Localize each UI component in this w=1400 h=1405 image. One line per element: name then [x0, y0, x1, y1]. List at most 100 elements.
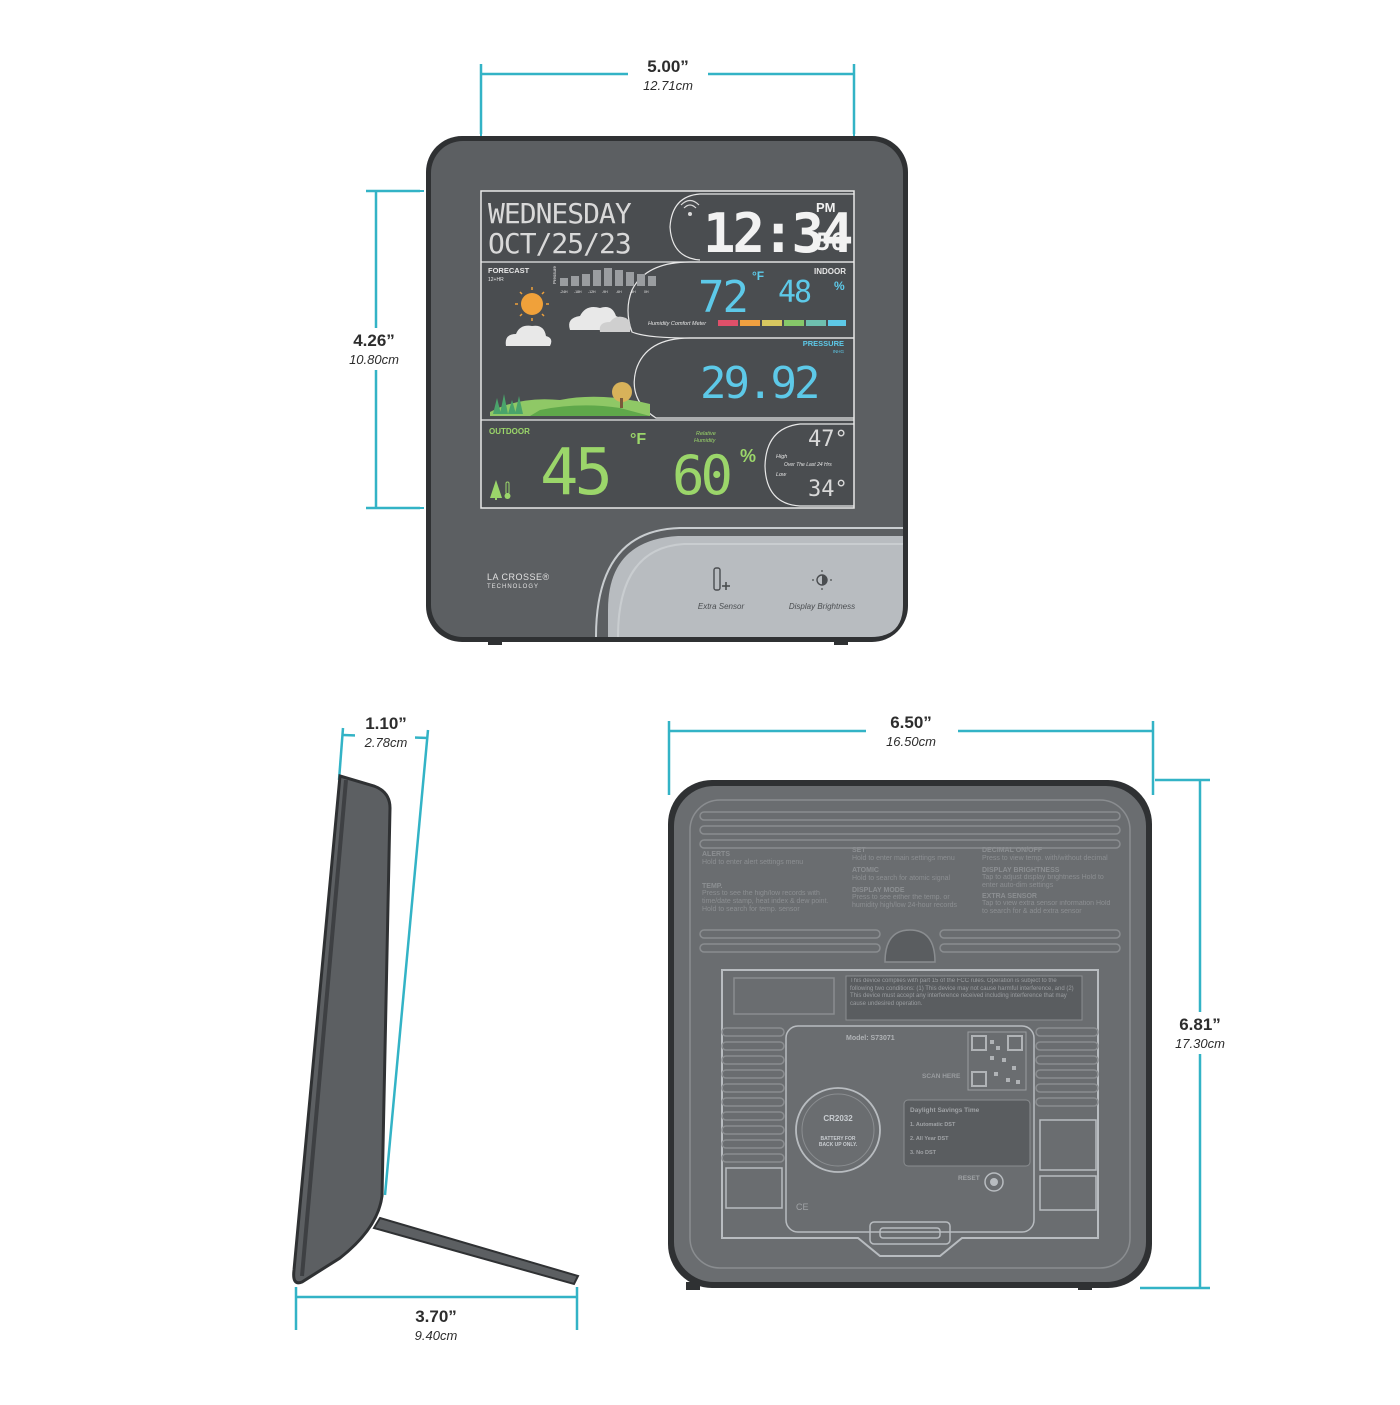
hinge — [869, 1221, 951, 1245]
extra-sensor-button[interactable]: Extra Sensor — [698, 567, 745, 611]
forecast-label: FORECAST — [488, 266, 530, 275]
back-height-imperial: 6.81” — [1179, 1015, 1221, 1034]
front-height-imperial: 4.26” — [353, 331, 395, 350]
display-brightness-label: Display Brightness — [789, 602, 855, 611]
svg-text:-12H: -12H — [588, 290, 596, 294]
pressure-value: 29.92 — [700, 358, 817, 409]
scan-here-text: SCAN HERE — [922, 1073, 961, 1080]
side-depth-metric: 2.78cm — [364, 735, 408, 750]
model-text: Model: S73071 — [846, 1035, 895, 1042]
indoor-temp: 72 — [698, 272, 747, 323]
front-height-metric: 10.80cm — [349, 352, 399, 367]
side-base-imperial: 3.70” — [415, 1307, 457, 1326]
landscape-icon — [490, 382, 650, 416]
qr-code — [967, 1031, 1027, 1091]
low-label: Low — [776, 472, 787, 478]
comfort-meter-bar — [718, 320, 846, 326]
side-base-dimension: 3.70” 9.40cm — [294, 1287, 579, 1343]
lcd-seconds: 56 — [816, 228, 845, 256]
svg-text:ALERTS: ALERTS — [702, 851, 730, 858]
indoor-humidity-unit: % — [834, 279, 845, 293]
pressure-history-ticks: -24H -18H -12H -9H -6H -3H 0H — [560, 290, 649, 294]
dst-panel: Daylight Savings Time 1. Automatic DST 2… — [903, 1099, 1031, 1167]
fcc-text: This device complies with part 15 of the… — [850, 978, 1074, 1007]
vent-slots-side — [721, 1027, 1099, 1163]
svg-text:2. All Year DST: 2. All Year DST — [910, 1136, 949, 1142]
back-instructions-right: DECIMAL ON/OFF Press to view temp. with/… — [982, 847, 1110, 915]
svg-text:ATOMIC: ATOMIC — [852, 867, 879, 874]
back-view: 6.50” 16.50cm 6.81” 17.30cm ALERTS Hold … — [667, 711, 1238, 1290]
outdoor-temp-unit: °F — [630, 431, 646, 448]
outdoor-humidity-unit: % — [740, 446, 756, 466]
side-view: 1.10” 2.78cm 3.70” 9.40cm — [292, 712, 580, 1343]
reset-button[interactable]: RESET — [958, 1172, 1004, 1192]
svg-text:Hold to enter alert settings m: Hold to enter alert settings menu — [702, 859, 803, 866]
svg-text:TEMP.: TEMP. — [702, 883, 723, 890]
indoor-label: INDOOR — [814, 267, 846, 276]
outdoor-humidity: 60 — [672, 444, 730, 507]
brand-line-2: TECHNOLOGY — [487, 584, 539, 590]
back-instructions-left: ALERTS Hold to enter alert settings menu… — [702, 851, 828, 913]
thermometer-icon — [504, 481, 511, 499]
svg-text:EXTRA SENSOR: EXTRA SENSOR — [982, 893, 1037, 900]
rel-humidity-label-2: Humidity — [694, 438, 717, 444]
svg-text:-3H: -3H — [630, 290, 636, 294]
rel-humidity-label-1: Relative — [696, 431, 716, 437]
lcd-screen — [480, 190, 855, 509]
pressure-label: PRESSURE — [803, 339, 844, 348]
svg-text:SET: SET — [852, 847, 866, 854]
back-width-dimension: 6.50” 16.50cm — [667, 711, 1155, 795]
outdoor-temp: 45 — [540, 436, 609, 510]
svg-text:DISPLAY BRIGHTNESS: DISPLAY BRIGHTNESS — [982, 867, 1060, 874]
svg-text:-24H: -24H — [560, 290, 568, 294]
svg-text:-9H: -9H — [602, 290, 608, 294]
side-stand — [372, 1216, 580, 1286]
back-width-imperial: 6.50” — [890, 713, 932, 732]
front-view: 5.00” 12.71cm 4.26” 10.80cm — [335, 54, 908, 645]
comfort-meter-label: Humidity Comfort Meter — [648, 321, 707, 327]
front-width-dimension: 5.00” 12.71cm — [479, 54, 856, 190]
forecast-sub: 12+HR — [488, 277, 504, 283]
svg-text:Daylight Savings Time: Daylight Savings Time — [910, 1107, 980, 1114]
extra-sensor-icon — [713, 567, 730, 591]
pressure-history-label: Pressure — [552, 265, 557, 284]
pressure-history-bars — [560, 268, 656, 286]
display-brightness-button[interactable]: Display Brightness — [789, 570, 855, 611]
lcd-time: 12:34 — [703, 202, 852, 265]
records-label: Over The Last 24 Hrs — [784, 462, 832, 468]
lcd-ampm: PM — [816, 200, 836, 215]
battery-note: BATTERY FOR BACK UP ONLY. — [818, 1136, 858, 1148]
button-panel — [608, 536, 903, 637]
front-width-metric: 12.71cm — [643, 78, 693, 93]
back-height-dimension: 6.81” 17.30cm — [1140, 778, 1238, 1290]
brightness-icon — [812, 570, 832, 590]
ce-mark: CE — [796, 1202, 809, 1212]
svg-text:Press to view temp. with/witho: Press to view temp. with/without decimal — [982, 855, 1108, 862]
high-label: High — [776, 454, 787, 460]
battery-type: CR2032 — [823, 1114, 853, 1123]
lcd-day: WEDNESDAY — [488, 197, 632, 230]
back-width-metric: 16.50cm — [886, 734, 936, 749]
cloud-icon — [505, 307, 631, 346]
side-device-body — [292, 774, 392, 1285]
svg-text:0H: 0H — [644, 290, 649, 294]
vent-slots-top — [699, 811, 1121, 849]
vent-slots-middle — [699, 929, 1121, 953]
low-value: 34° — [808, 477, 848, 502]
lcd-date: OCT/25/23 — [488, 227, 631, 260]
extra-sensor-label: Extra Sensor — [698, 602, 745, 611]
svg-text:Hold to enter main settings me: Hold to enter main settings menu — [852, 855, 955, 862]
pressure-unit: INHG — [833, 349, 845, 354]
indoor-temp-unit: °F — [752, 269, 764, 283]
battery-compartment: CR2032 BATTERY FOR BACK UP ONLY. — [795, 1087, 881, 1173]
brand-line-1: LA CROSSE® — [487, 572, 550, 582]
back-instructions-middle: SET Hold to enter main settings menu ATO… — [852, 847, 957, 909]
extra-compartment — [1039, 1119, 1097, 1171]
side-depth-dimension: 1.10” 2.78cm — [337, 712, 430, 1196]
side-depth-imperial: 1.10” — [365, 714, 407, 733]
reset-label: RESET — [958, 1175, 980, 1182]
outdoor-label: OUTDOOR — [489, 427, 530, 436]
hanging-hole — [884, 929, 936, 963]
back-height-metric: 17.30cm — [1175, 1036, 1225, 1051]
sun-icon — [515, 287, 549, 321]
